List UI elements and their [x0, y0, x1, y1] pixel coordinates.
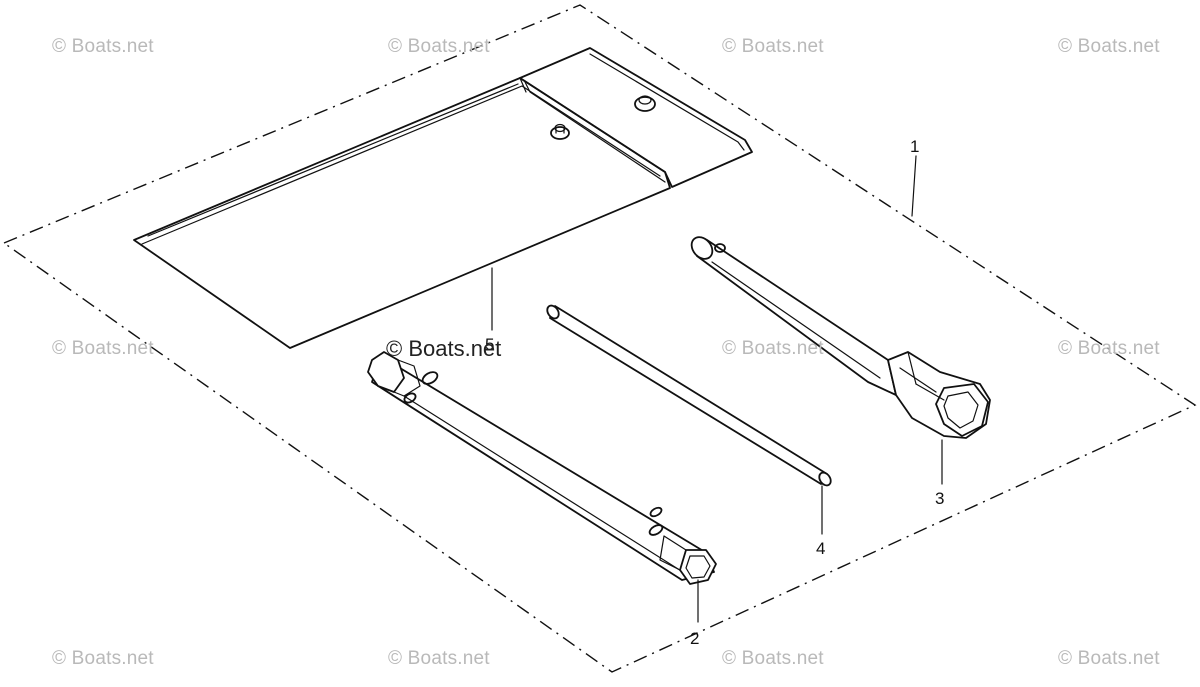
callout-3: 3: [935, 489, 944, 508]
watermark: © Boats.net: [722, 648, 824, 669]
callout-1: 1: [910, 137, 919, 156]
leader-lines: [491, 155, 943, 623]
callout-2: 2: [690, 629, 699, 648]
tool-bag: [133, 47, 753, 349]
box-wrench-small: [367, 351, 717, 585]
watermark: © Boats.net: [52, 338, 154, 359]
watermark: © Boats.net: [1058, 36, 1160, 57]
watermark: © Boats.net: [722, 36, 824, 57]
watermark: © Boats.net: [1058, 338, 1160, 359]
watermark: © Boats.net: [1058, 648, 1160, 669]
callout-4: 4: [816, 539, 825, 558]
watermark: © Boats.net: [388, 648, 490, 669]
handle-bar: [546, 304, 832, 487]
watermark: © Boats.net: [388, 36, 490, 57]
bag-snap: [550, 123, 570, 140]
bag-snap: [634, 95, 656, 112]
watermark: © Boats.net: [722, 338, 824, 359]
box-wrench-large: [690, 236, 991, 439]
watermark: © Boats.net: [52, 648, 154, 669]
watermark-center: © Boats.net: [386, 336, 502, 361]
kit-boundary: [2, 4, 1197, 673]
watermark: © Boats.net: [52, 36, 154, 57]
callout-5: 5: [485, 335, 494, 354]
leader-1: [911, 155, 917, 217]
